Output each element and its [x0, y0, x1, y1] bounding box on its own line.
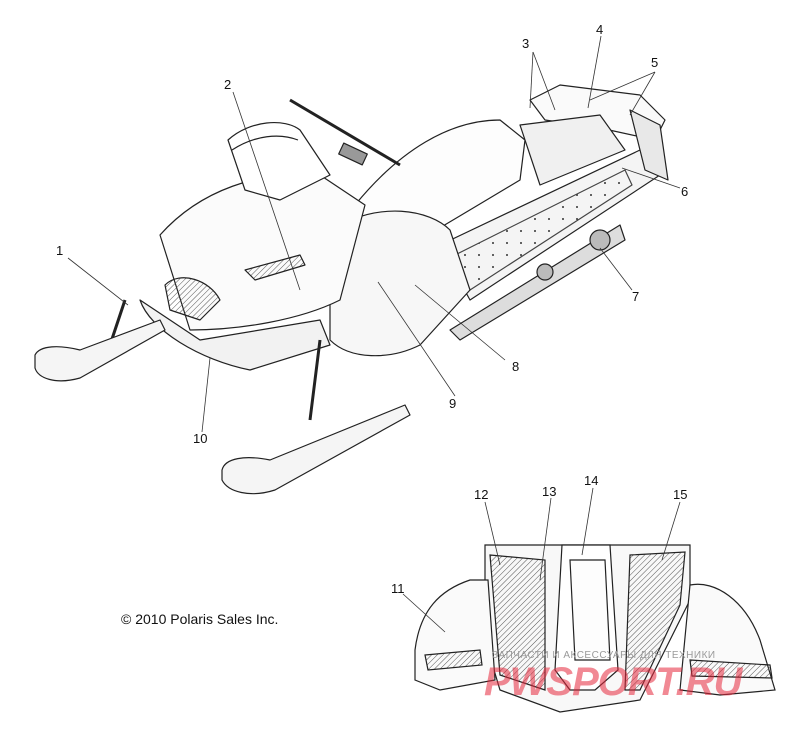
callout-9: 9 [449, 396, 456, 411]
leader-lines [67, 35, 681, 433]
windshield [227, 121, 331, 201]
watermark-tagline: ЗАПЧАСТИ И АКСЕССУАРЫ ДЛЯ ТЕХНИКИ [492, 650, 716, 661]
nose-lower [139, 299, 331, 371]
front-shock-right [308, 339, 322, 421]
callout-7: 7 [632, 289, 639, 304]
callout-2: 2 [224, 77, 231, 92]
leader-6 [621, 167, 681, 189]
leader-15 [661, 501, 681, 561]
leader-3a [529, 51, 534, 109]
ski-right [221, 404, 411, 495]
callout-5: 5 [651, 55, 658, 70]
ski-left [34, 319, 166, 382]
hood-center-inner [569, 559, 611, 661]
callout-6: 6 [681, 184, 688, 199]
handlebar [289, 98, 401, 167]
side-pod-left-decal [424, 649, 483, 671]
watermark-brand[interactable]: PWSPORT.RU [484, 660, 742, 704]
idler-wheel-2 [536, 263, 554, 281]
rear-flap [629, 109, 669, 181]
leader-3b [532, 51, 556, 111]
callout-10: 10 [193, 431, 207, 446]
leader-2 [232, 91, 301, 291]
callout-12: 12 [474, 487, 488, 502]
handlebar-grip [338, 142, 368, 166]
leader-13 [539, 497, 552, 581]
leader-11 [402, 593, 446, 633]
headlight [164, 277, 221, 321]
leader-10 [201, 357, 211, 433]
leader-5a [589, 71, 656, 101]
side-pod-right-decal [689, 659, 773, 679]
callout-1: 1 [56, 243, 63, 258]
callout-numbers: 1 2 3 4 5 6 7 8 9 10 11 12 13 14 15 [56, 22, 688, 596]
leader-5b [629, 71, 656, 116]
rail [449, 224, 626, 341]
windshield-trim [231, 135, 299, 151]
callout-3: 3 [522, 36, 529, 51]
callout-14: 14 [584, 473, 598, 488]
hood-panel-right [624, 551, 686, 691]
leader-8 [414, 284, 506, 361]
snowmobile-illustration [34, 84, 669, 495]
callout-4: 4 [596, 22, 603, 37]
callout-15: 15 [673, 487, 687, 502]
idler-wheel [589, 229, 611, 251]
callout-11: 11 [391, 581, 405, 596]
side-pod-left [414, 579, 496, 691]
seat-rear-deck [519, 114, 626, 186]
callout-13: 13 [542, 484, 556, 499]
leader-lines-lower [402, 487, 681, 633]
hood-front-view [414, 544, 776, 713]
leader-14 [581, 487, 594, 556]
side-panel [329, 210, 471, 357]
leader-4 [587, 35, 602, 109]
callout-8: 8 [512, 359, 519, 374]
hood-panel-left [489, 554, 546, 691]
leader-9 [377, 281, 456, 397]
leader-12 [484, 501, 501, 566]
copyright-text: © 2010 Polaris Sales Inc. [121, 611, 279, 627]
leader-7 [599, 247, 633, 291]
leader-1 [67, 257, 129, 306]
